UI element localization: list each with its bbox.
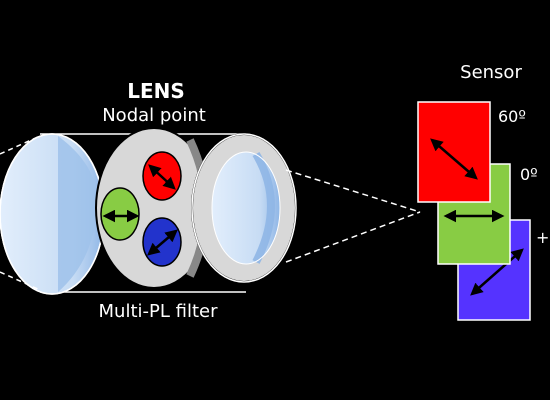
filter-segment-green <box>100 187 140 241</box>
front-lens-element <box>0 133 105 295</box>
nodal-point-label: Nodal point <box>102 105 206 126</box>
angle-label-60: 60º <box>498 107 526 126</box>
rear-lens-element <box>191 133 297 283</box>
sensor-title: Sensor <box>460 62 522 83</box>
segment-arrow-diagonal-up <box>147 229 178 256</box>
lens-title: LENS <box>127 79 185 103</box>
angle-label-0: 0º <box>520 165 538 184</box>
angle-label-plus-6: +6 <box>536 228 550 247</box>
segment-arrow-diagonal-down <box>148 164 176 190</box>
cone-upper-line <box>285 169 421 213</box>
sensor-tile-red <box>417 101 491 203</box>
multi-pl-filter-label: Multi-PL filter <box>99 301 219 322</box>
cone-lower-line <box>285 211 421 263</box>
